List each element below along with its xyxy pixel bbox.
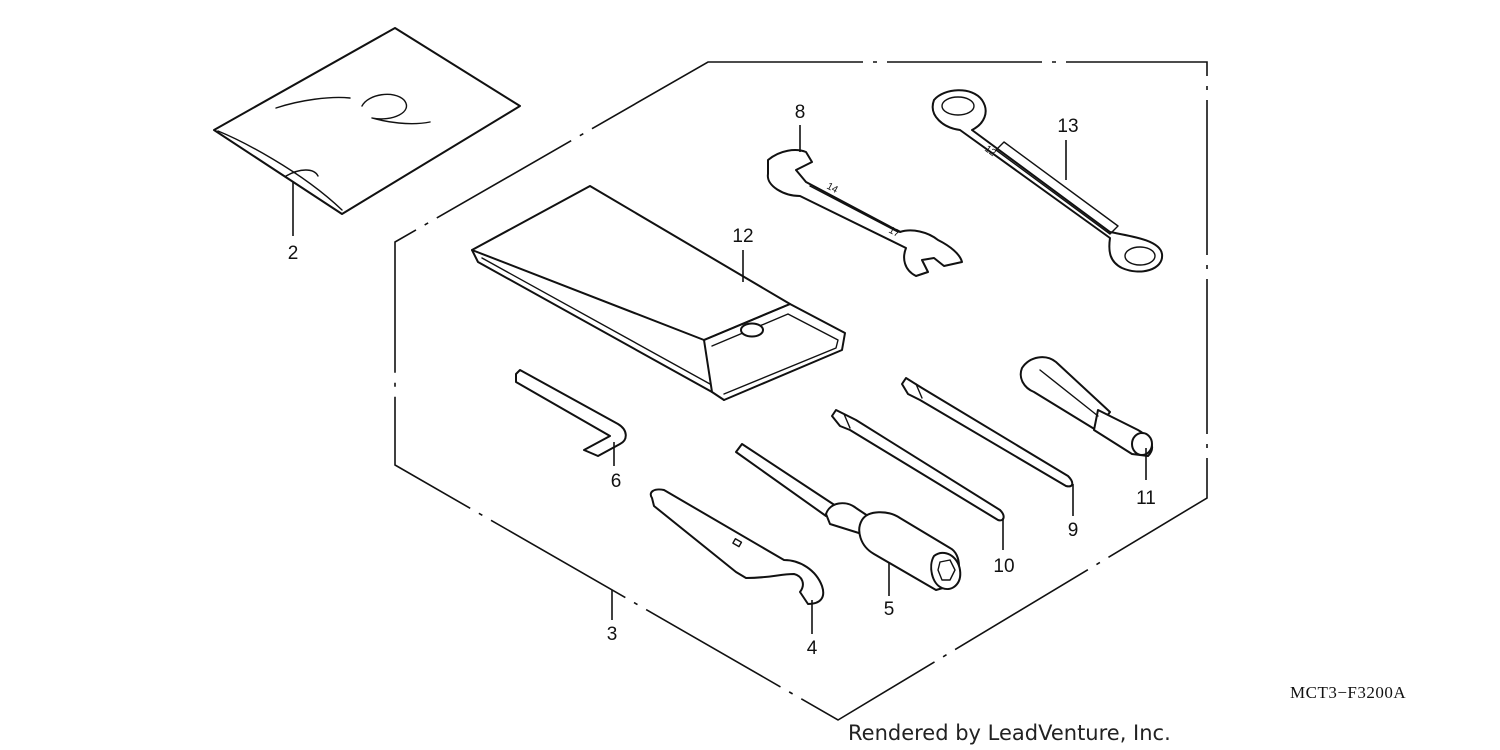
callout-part-5: 5 [884, 599, 895, 620]
kit-boundary-frame [394, 61, 1208, 721]
spark-plug-wrench-drawing [735, 443, 962, 591]
diagram-code: MCT3−F3200A [1290, 683, 1406, 702]
open-end-wrench-drawing: 14 17 [766, 149, 963, 277]
tool-pouch-drawing [471, 185, 846, 401]
callout-part-4: 4 [807, 638, 818, 659]
callout-part-13: 13 [1057, 116, 1078, 137]
callout-part-10: 10 [993, 556, 1014, 577]
flat-screwdriver-drawing [831, 409, 1005, 522]
plastic-bag-drawing [213, 27, 521, 215]
svg-text:17: 17 [887, 225, 902, 240]
callout-part-8: 8 [795, 102, 806, 123]
callout-part-11: 11 [1136, 488, 1156, 509]
callout-part-3: 3 [607, 624, 618, 645]
callout-part-9: 9 [1068, 520, 1079, 541]
hex-key-drawing [515, 369, 627, 457]
leader-lines [292, 125, 1147, 634]
svg-text:14: 14 [825, 181, 840, 196]
callout-part-12: 12 [732, 226, 753, 247]
screwdriver-handle-drawing [1019, 356, 1154, 457]
ring-wrench-drawing: 12 [931, 89, 1164, 273]
pin-spanner-drawing [649, 488, 825, 605]
callout-part-6: 6 [611, 471, 622, 492]
render-credit: Rendered by LeadVenture, Inc. [848, 721, 1171, 745]
callout-part-2: 2 [288, 243, 299, 264]
